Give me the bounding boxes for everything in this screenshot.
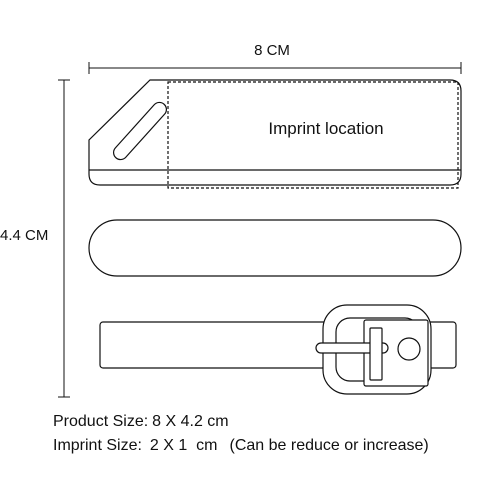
height-dimension (58, 79, 70, 398)
imprint-size-value: 2 X 1 cm (149, 437, 218, 454)
imprint-size-label: Imprint Size: (53, 437, 142, 454)
width-label: 8 CM (254, 42, 290, 59)
product-size-label: Product Size: (53, 413, 149, 430)
tag-slot (112, 101, 168, 161)
product-size-value: 8 X 4.2 cm (152, 413, 229, 430)
imprint-location-label: Imprint location (268, 119, 383, 138)
height-label: 4.4 CM (0, 227, 48, 244)
imprint-size-note: (Can be reduce or increase) (229, 437, 429, 454)
width-dimension (88, 62, 462, 74)
imprint-area (167, 81, 459, 189)
tag-top-view (88, 79, 462, 189)
product-size-line: Product Size:8 X 4.2 cm (53, 412, 229, 432)
buckle-rivet (397, 337, 421, 361)
buckle-keeper (369, 327, 383, 381)
tag-buckle-view (99, 304, 457, 395)
tag-side-view (88, 219, 462, 277)
imprint-size-line: Imprint Size: 2 X 1 cm (Can be reduce or i… (53, 436, 429, 456)
